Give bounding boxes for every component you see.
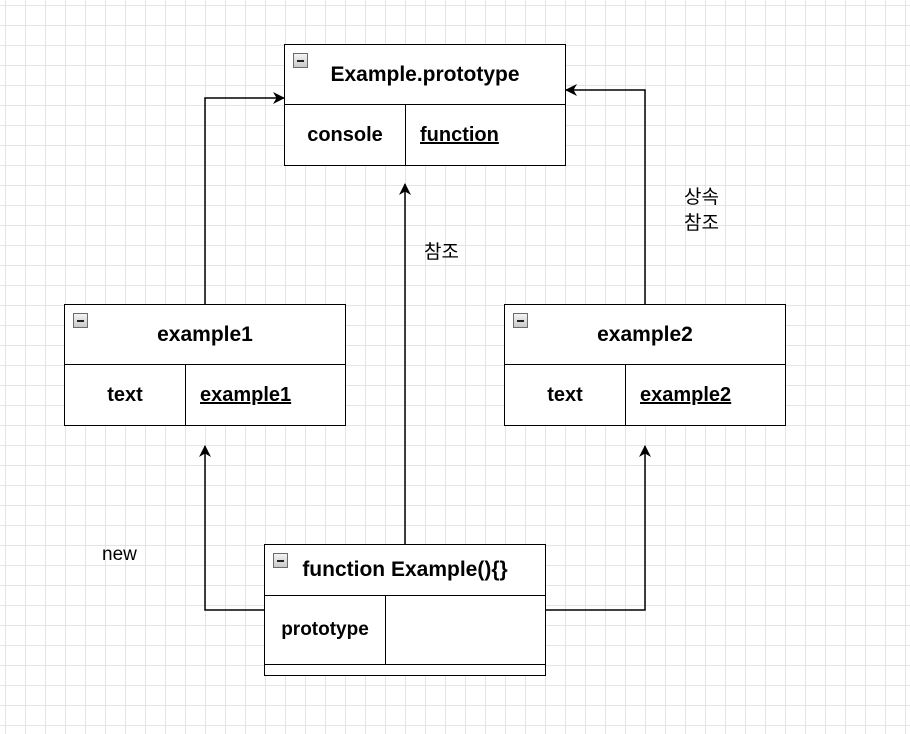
example1-node-value: example1 [200, 383, 292, 406]
example2-node-row: text example2 [505, 365, 785, 425]
collapse-icon[interactable] [273, 553, 288, 568]
collapse-icon[interactable] [513, 313, 528, 328]
example2-node-value: example2 [640, 383, 732, 406]
edge-example1-to-prototype[interactable] [204, 92, 285, 304]
example2-node[interactable]: example2 text example2 [504, 304, 786, 426]
constructor-node-title: function Example(){} [302, 558, 508, 581]
constructor-node-value [386, 596, 545, 664]
example1-node-row: text example1 [65, 365, 345, 425]
prototype-node-value: function [420, 123, 499, 146]
edge-label-new: new [102, 544, 137, 565]
edge-constructor-to-example1[interactable] [199, 445, 264, 611]
example1-node-title: example1 [157, 322, 253, 346]
prototype-node-header[interactable]: Example.prototype [285, 45, 565, 105]
constructor-node-key: prototype [265, 596, 386, 664]
edge-example2-to-prototype[interactable] [565, 84, 646, 304]
prototype-node[interactable]: Example.prototype console function [284, 44, 566, 166]
collapse-icon[interactable] [73, 313, 88, 328]
example2-node-title: example2 [597, 322, 693, 346]
prototype-node-title: Example.prototype [330, 62, 520, 86]
edge-label-reference: 참조 [424, 242, 459, 263]
edge-label-inheritance-reference: 상속 참조 [684, 187, 719, 234]
constructor-node-row: prototype [265, 596, 545, 665]
prototype-node-key: console [285, 105, 406, 165]
prototype-node-row: console function [285, 105, 565, 165]
edge-constructor-to-example2[interactable] [546, 445, 651, 611]
example1-node[interactable]: example1 text example1 [64, 304, 346, 426]
example1-node-key: text [65, 365, 186, 425]
example2-node-header[interactable]: example2 [505, 305, 785, 365]
constructor-node[interactable]: function Example(){} prototype [264, 544, 546, 676]
collapse-icon[interactable] [293, 53, 308, 68]
example1-node-header[interactable]: example1 [65, 305, 345, 365]
constructor-node-header[interactable]: function Example(){} [265, 545, 545, 596]
example2-node-key: text [505, 365, 626, 425]
